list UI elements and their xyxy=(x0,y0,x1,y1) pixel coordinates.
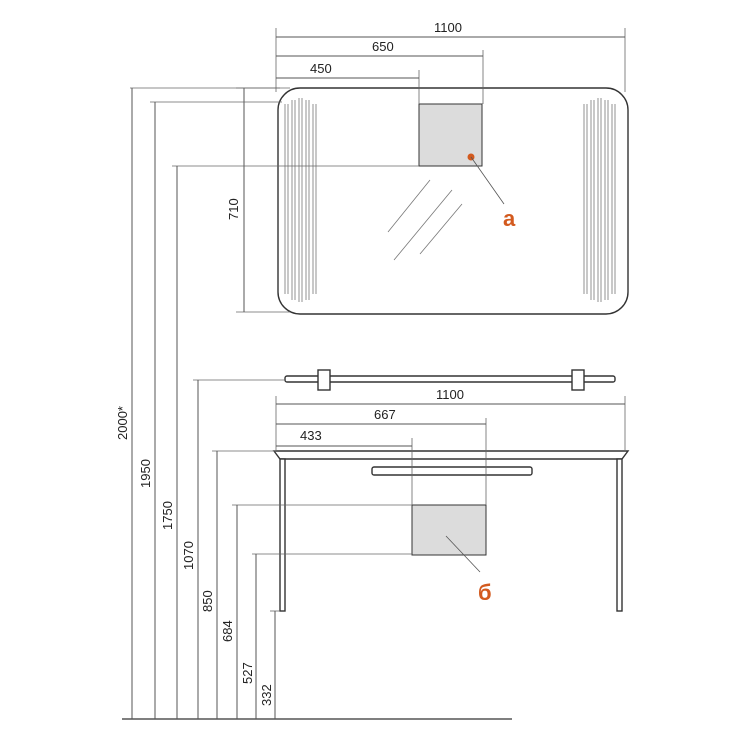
cabinet-left-side xyxy=(279,458,286,612)
height-dimensions: 2000* 1950 1750 1070 850 684 527 332 xyxy=(115,87,419,719)
cabinet-width-dimension: 1100 xyxy=(275,387,626,451)
cabinet-panel-b xyxy=(411,504,487,556)
mirror-right-lights xyxy=(583,98,616,302)
mirror-left-lights xyxy=(284,98,317,302)
cabinet-handle xyxy=(371,466,533,476)
callout-b-label: б xyxy=(478,580,492,605)
height-1070-label: 1070 xyxy=(181,541,196,570)
height-332-label: 332 xyxy=(259,684,274,706)
mirror-450-label: 450 xyxy=(310,61,332,76)
cabinet-433-label: 433 xyxy=(300,428,322,443)
height-1750-label: 1750 xyxy=(160,501,175,530)
height-684-label: 684 xyxy=(220,620,235,642)
mirror-650-label: 650 xyxy=(372,39,394,54)
cabinet-667-dimension: 667 xyxy=(276,407,487,505)
mirror-width-label: 1100 xyxy=(434,20,462,35)
cabinet-top xyxy=(272,450,630,460)
height-2000-label: 2000* xyxy=(115,406,130,440)
glass-shelf xyxy=(284,369,616,391)
height-850-label: 850 xyxy=(200,590,215,612)
callout-b-leader xyxy=(445,535,481,573)
mirror-650-dimension: 650 xyxy=(276,39,484,104)
mirror-height-label: 710 xyxy=(226,198,241,220)
mirror-450-dimension: 450 xyxy=(276,61,420,104)
callout-a-label: а xyxy=(503,206,516,231)
cabinet-667-label: 667 xyxy=(374,407,396,422)
height-527-label: 527 xyxy=(240,662,255,684)
height-1950-label: 1950 xyxy=(138,459,153,488)
mirror-width-dimension: 1100 xyxy=(275,20,626,92)
mirror-outline xyxy=(277,87,629,315)
mirror-reflection xyxy=(387,179,463,261)
cabinet-width-label: 1100 xyxy=(436,387,464,402)
callout-a-leader xyxy=(470,156,505,205)
cabinet-group: б 1100 667 433 xyxy=(272,387,630,612)
cabinet-433-dimension: 433 xyxy=(276,428,413,505)
mirror-group: а 1100 650 450 710 xyxy=(226,20,629,315)
cabinet-right-side xyxy=(616,458,623,612)
